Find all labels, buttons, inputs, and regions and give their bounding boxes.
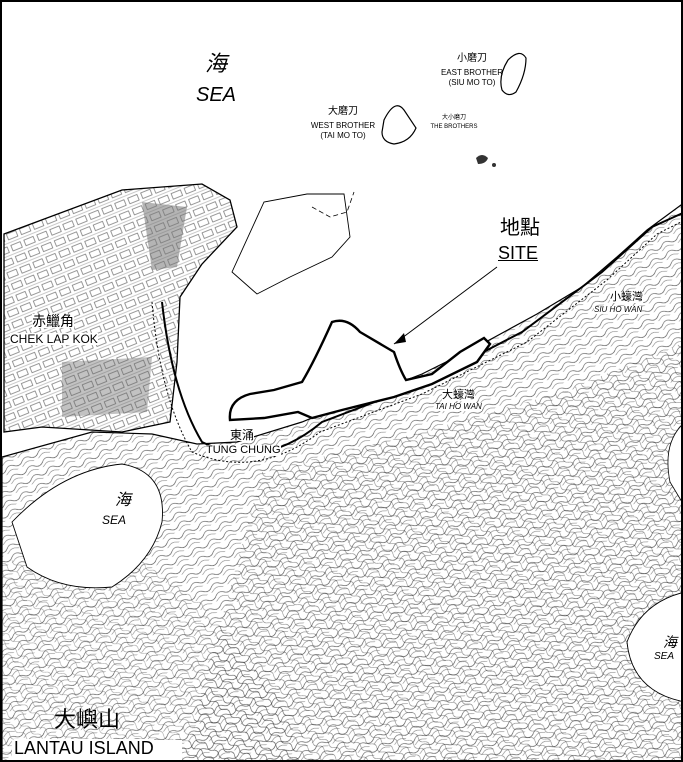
sea-right-en: SEA [654,651,675,662]
tai-ho-wan-zh: 大蠔灣 [442,389,475,401]
west-brother-alt: (TAI MO TO) [320,131,366,140]
east-brother-alt: (SIU MO TO) [448,78,496,87]
tai-ho-wan-en: TAI HO WAN [435,402,482,411]
sea-left-en: SEA [102,513,127,527]
tung-chung-zh: 東涌 [230,428,255,442]
west-brother-zh: 大磨刀 [328,106,358,117]
chek-lap-kok-en: CHEK LAP KOK [10,332,98,346]
site-en: SITE [498,243,539,263]
chek-lap-kok-zh: 赤鱲角 [32,313,74,329]
the-brothers-en: THE BROTHERS [430,124,478,130]
site-area [228,319,492,422]
sea-top-zh: 海 [205,52,228,77]
lantau-zh: 大嶼山 [54,708,121,733]
sea-left-bay [11,463,163,589]
east-brother-zh: 小磨刀 [457,53,487,64]
sea-top-en: SEA [196,84,237,106]
site-pointer [393,266,498,345]
tung-chung-en: TUNG CHUNG [206,444,281,456]
sea-left-zh: 海 [115,490,132,509]
site-zh: 地點 [500,217,540,239]
the-brothers-zh: 大小磨刀 [441,115,467,121]
siu-ho-wan-en: SIU HO WAN [594,305,643,314]
east-brother-island [500,52,527,96]
siu-ho-wan-zh: 小蠔灣 [610,291,643,303]
sea-right-zh: 海 [663,635,677,651]
sea-right-bay [626,592,681,702]
reclamation-outline [231,193,351,295]
east-brother-en: EAST BROTHER [440,68,504,77]
west-brother-en: WEST BROTHER [310,121,376,130]
lantau-en: LANTAU ISLAND [14,738,154,758]
west-brother-island [381,105,417,145]
